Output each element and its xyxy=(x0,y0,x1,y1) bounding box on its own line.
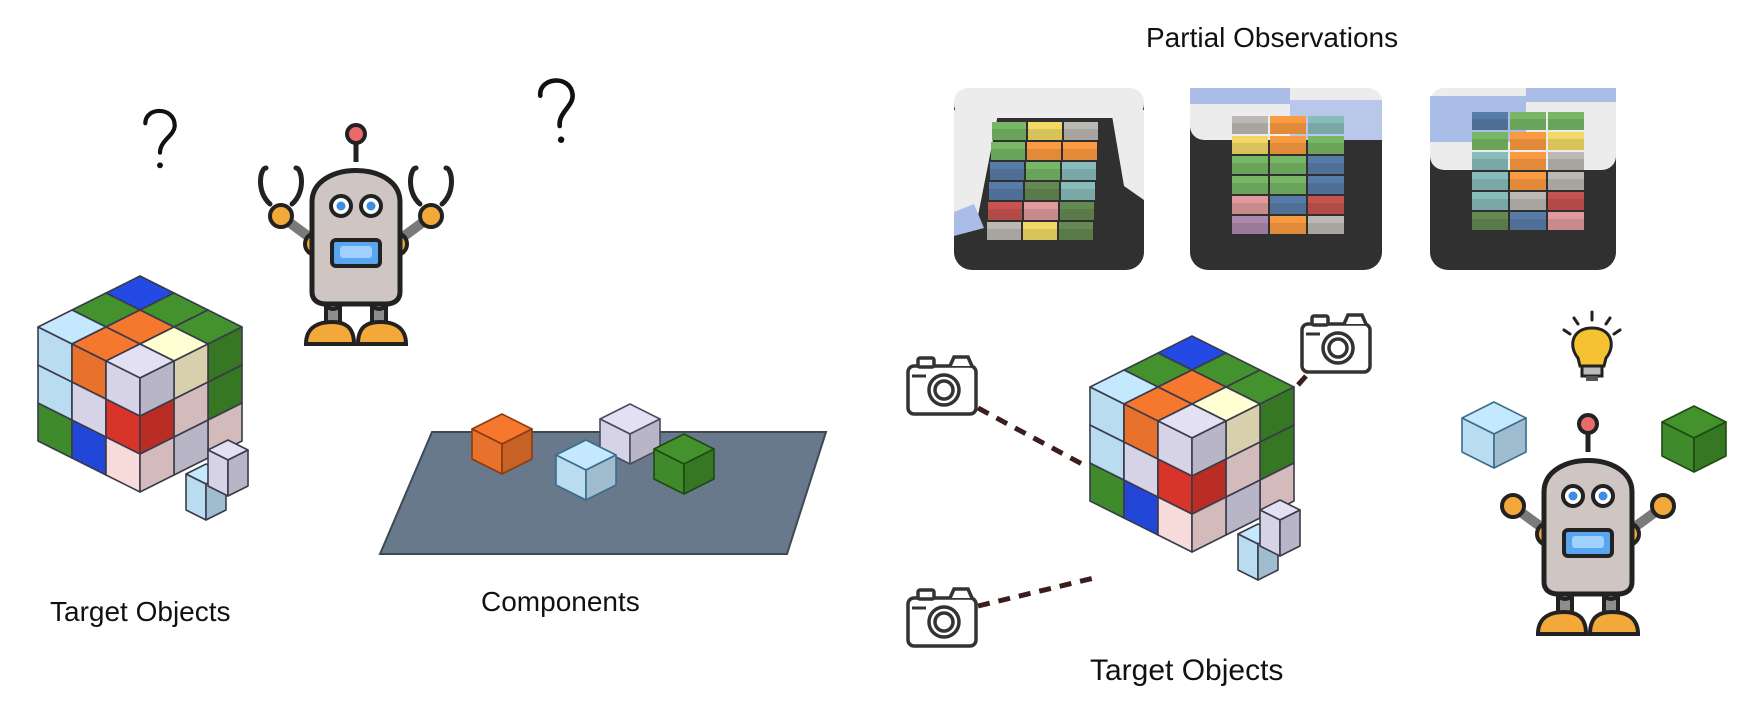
observed-block-top xyxy=(990,162,1024,169)
observed-block-top xyxy=(1025,182,1059,189)
observed-block-top xyxy=(1063,142,1097,149)
observed-block-top xyxy=(1061,182,1095,189)
camera-icon xyxy=(906,587,978,648)
observed-block-top xyxy=(1027,142,1061,149)
observed-block-top xyxy=(1232,196,1268,203)
cube-block xyxy=(105,343,175,417)
observed-block-top xyxy=(1060,202,1094,209)
observed-block-top xyxy=(1270,196,1306,203)
cube-block xyxy=(653,433,715,495)
target-objects-label-left: Target Objects xyxy=(50,596,231,627)
observation-view-3 xyxy=(1430,88,1616,270)
cube-block xyxy=(471,413,533,475)
observed-block-top xyxy=(987,222,1021,229)
observed-block-top xyxy=(988,202,1022,209)
camera-icon xyxy=(906,355,978,416)
observed-block-top xyxy=(1270,116,1306,123)
observed-block-top xyxy=(1548,212,1584,219)
observed-block-top xyxy=(1472,192,1508,199)
observed-block-top xyxy=(1062,162,1096,169)
observed-block-top xyxy=(1023,222,1057,229)
observed-block-top xyxy=(991,142,1025,149)
observed-block-top xyxy=(1059,222,1093,229)
observed-block-top xyxy=(1308,156,1344,163)
target-objects-label-right: Target Objects xyxy=(1090,654,1284,687)
robot-icon-solved xyxy=(1502,415,1674,634)
target-object-cube-left xyxy=(37,275,249,521)
lightbulb-icon xyxy=(1562,310,1622,381)
observed-block-top xyxy=(1232,216,1268,223)
observed-block-top xyxy=(1232,156,1268,163)
component-cubes xyxy=(471,403,715,501)
observed-block-top xyxy=(1472,172,1508,179)
observed-block-top xyxy=(1510,152,1546,159)
observed-block-top xyxy=(1472,112,1508,119)
observed-block-top xyxy=(1270,176,1306,183)
observed-block-top xyxy=(1064,122,1098,129)
cube-block xyxy=(1259,499,1301,557)
observed-block-top xyxy=(1308,216,1344,223)
cube-block xyxy=(1661,405,1727,473)
observed-block-top xyxy=(1472,152,1508,159)
components-label: Components xyxy=(481,586,640,617)
cube-block xyxy=(207,439,249,497)
observed-block-top xyxy=(1308,196,1344,203)
held-cubes xyxy=(1461,401,1727,473)
question-mark-icon xyxy=(145,111,174,168)
observed-block-top xyxy=(992,122,1026,129)
observed-block-top xyxy=(1028,122,1062,129)
observed-block-top xyxy=(1510,112,1546,119)
cube-block xyxy=(555,439,617,501)
observation-view-1 xyxy=(954,88,1144,270)
observed-block-top xyxy=(1308,116,1344,123)
observed-block-top xyxy=(1548,192,1584,199)
observed-block-top xyxy=(1232,176,1268,183)
observed-block-top xyxy=(1510,132,1546,139)
cube-block xyxy=(1157,403,1227,477)
observed-block-top xyxy=(1308,176,1344,183)
observed-block-top xyxy=(1232,136,1268,143)
observed-block-top xyxy=(1548,172,1584,179)
partial-observations-label: Partial Observations xyxy=(1146,22,1399,53)
observed-block-top xyxy=(1232,116,1268,123)
observed-block-top xyxy=(1270,216,1306,223)
observed-block-top xyxy=(1548,112,1584,119)
observed-block-top xyxy=(1270,156,1306,163)
observed-block-top xyxy=(1548,132,1584,139)
observation-view-2 xyxy=(1190,88,1382,270)
target-object-cube-right xyxy=(1089,335,1301,581)
robot-icon-confused xyxy=(258,125,454,344)
observed-block-top xyxy=(1308,136,1344,143)
observed-block-top xyxy=(1510,212,1546,219)
observed-block-top xyxy=(1510,172,1546,179)
observed-block-top xyxy=(989,182,1023,189)
observed-block-top xyxy=(1024,202,1058,209)
observed-block-top xyxy=(1472,212,1508,219)
camera-icon xyxy=(1300,313,1372,374)
observed-block-top xyxy=(1472,132,1508,139)
observed-block-top xyxy=(1270,136,1306,143)
observed-block-top xyxy=(1548,152,1584,159)
cube-block xyxy=(1461,401,1527,469)
observed-block-top xyxy=(1510,192,1546,199)
observed-block-top xyxy=(1026,162,1060,169)
question-mark-icon xyxy=(539,79,578,145)
